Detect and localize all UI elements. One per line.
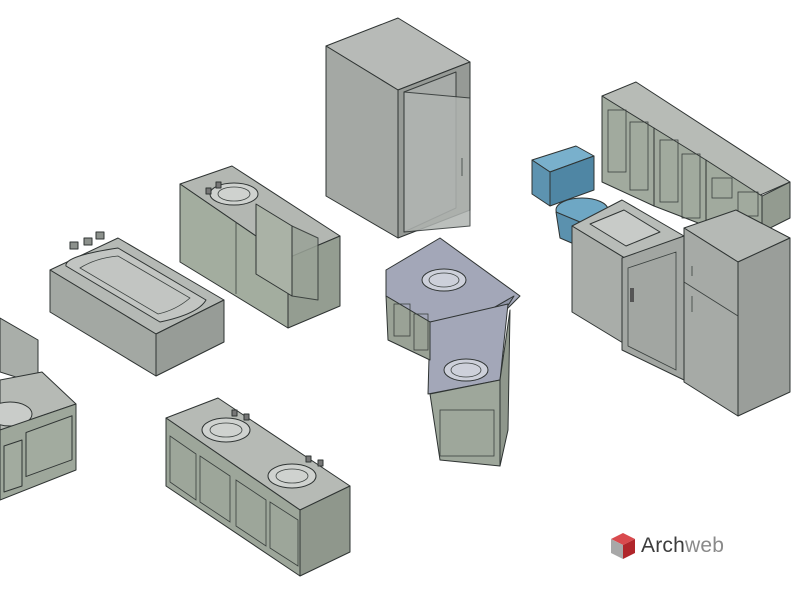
cube-logo-icon — [611, 533, 635, 559]
logo-text-web: web — [684, 534, 725, 557]
sink-cabinet — [179, 165, 341, 329]
refrigerator — [683, 209, 791, 417]
washer — [571, 199, 685, 347]
bathtub — [49, 231, 225, 377]
archweb-logo: Archweb — [610, 532, 724, 560]
corner-vanity — [385, 237, 521, 467]
double-vanity — [165, 397, 351, 577]
partial-vanity-left — [0, 317, 77, 501]
logo-text: Archweb — [641, 534, 724, 558]
dryer — [621, 235, 685, 381]
wall-cabinets — [601, 81, 791, 233]
shower-stall — [325, 17, 471, 239]
logo-text-arch: Arch — [641, 534, 685, 557]
